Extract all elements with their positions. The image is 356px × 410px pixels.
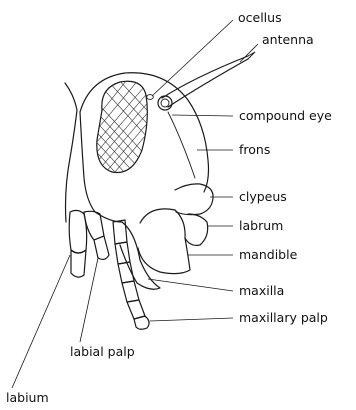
label-frons: frons: [239, 142, 270, 157]
label-maxillary-palp: maxillary palp: [239, 310, 328, 325]
label-antenna: antenna: [262, 32, 314, 47]
head-drawing: [65, 52, 255, 329]
antenna-socket-inner: [161, 99, 169, 107]
compound-eye: [97, 81, 148, 172]
label-labrum: labrum: [239, 218, 283, 233]
labels: ocellus antenna compound eye frons clype…: [6, 10, 332, 405]
leader-lines: [12, 20, 258, 388]
frons-ridge: [168, 112, 195, 178]
label-clypeus: clypeus: [239, 189, 287, 204]
label-labium: labium: [6, 390, 49, 405]
labial-palp-segments: [84, 211, 109, 259]
leader-labium: [12, 255, 70, 388]
antenna-shaft: [162, 56, 248, 107]
label-labial-palp: labial palp: [70, 344, 135, 359]
head-back-outline: [65, 83, 77, 222]
leader-ocellus: [152, 20, 233, 96]
leader-maxillary-palp: [150, 318, 233, 321]
gena-outline: [80, 112, 122, 222]
label-mandible: mandible: [239, 247, 298, 262]
leader-compound-eye: [172, 115, 233, 116]
leader-maxilla: [148, 279, 233, 291]
compound-eye-facets: [90, 76, 160, 210]
maxillary-palp-segments: [113, 220, 149, 329]
label-compound-eye: compound eye: [239, 108, 332, 123]
label-maxilla: maxilla: [239, 283, 284, 298]
antenna-socket: [158, 96, 172, 110]
leader-labial-palp: [80, 258, 98, 342]
leader-antenna: [240, 44, 258, 62]
labrum-shape: [185, 214, 208, 245]
mandible-shape: [138, 209, 190, 274]
labium-shape: [69, 210, 86, 277]
clypeus-shape: [175, 184, 213, 215]
label-ocellus: ocellus: [238, 10, 282, 25]
